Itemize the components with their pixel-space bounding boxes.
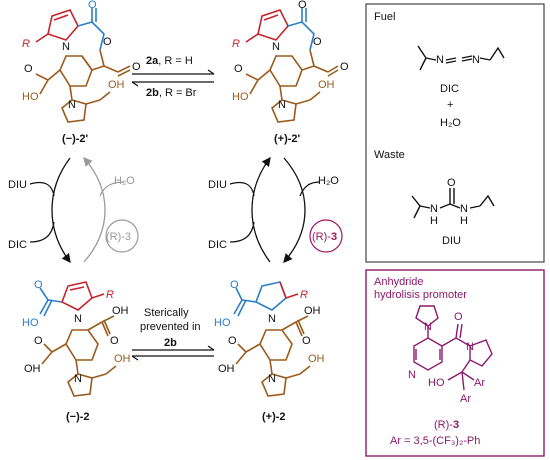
diu-label-right: DIU <box>208 179 227 191</box>
promoter-ho: HO <box>428 377 445 389</box>
carboxyl-oh-label-4: OH <box>24 363 41 375</box>
nitrogen-label: N <box>62 41 70 53</box>
dic-label-right: DIC <box>208 239 227 251</box>
label-plus-2prime: (+)-2' <box>274 133 301 145</box>
carboxyl-o-label-3: O <box>34 279 43 291</box>
carboxyl-oh-label: OH <box>108 79 125 91</box>
carboxyl-oh-label-8: OH <box>308 353 325 365</box>
carboxyl-o-label-6: O <box>230 279 239 291</box>
label-minus-2: (−)-2 <box>66 411 90 423</box>
compound-2prime-minus: R N O O O HO OH O N <box>22 0 141 123</box>
carbonyl-o-label-2: O <box>132 61 141 73</box>
carboxyl-o-label-4: O <box>110 335 119 347</box>
carboxyl-oh-label-5: OH <box>114 353 131 365</box>
substituent-r: R <box>22 38 30 50</box>
carboxyl-o-label-5: O <box>34 335 43 347</box>
carbonyl-o-label-4: O <box>340 61 349 73</box>
right-cycle <box>229 156 343 263</box>
carboxyl-oh-label-3: OH <box>112 305 129 317</box>
diu-n1: N <box>430 203 438 215</box>
promoter-ar2: Ar <box>460 393 471 405</box>
diu-structure <box>411 188 495 219</box>
diu-h1: H <box>430 215 438 227</box>
plus-sign: + <box>447 99 453 111</box>
diu-label-left: DIU <box>8 179 27 191</box>
compound-2-plus: R O HO N OH O OH O N OH <box>214 279 325 397</box>
water-label-box: H₂O <box>440 117 461 129</box>
promoter-o: O <box>454 311 463 323</box>
compound-2-minus: R O HO N OH O OH O N OH <box>22 279 131 397</box>
label-minus-2prime: (−)-2' <box>62 133 89 145</box>
bridging-o-label: O <box>103 36 112 48</box>
r3-label-right: (R)-3 <box>312 231 337 243</box>
carbonyl-o-label: O <box>88 0 97 11</box>
dic-n2: N <box>472 54 480 66</box>
nitrogen-label-5: N <box>74 313 82 325</box>
nitrogen-label-7: N <box>268 313 276 325</box>
promoter-title-line1: Anhydride <box>374 276 424 288</box>
fuel-title: Fuel <box>374 11 395 23</box>
promoter-ar-definition: Ar = 3,5-(CF₃)₂-Ph <box>390 435 480 447</box>
carboxyl-o-label-8: O <box>228 335 237 347</box>
nitrogen-label-4: N <box>278 99 286 111</box>
bridging-o-label-2: O <box>313 36 322 48</box>
carbonyl-o-label-3: O <box>298 0 307 11</box>
carboxyl-ho-label-2: HO <box>232 91 249 103</box>
carboxyl-ho-label-3: HO <box>22 317 39 329</box>
carboxyl-ho-label: HO <box>22 91 39 103</box>
promoter-structure <box>413 305 493 391</box>
carboxyl-oh-label-2: OH <box>318 79 335 91</box>
carboxyl-o-label-2: O <box>234 63 243 75</box>
dic-structure <box>417 45 505 71</box>
promoter-title-line2: hydrolisis promoter <box>374 289 467 301</box>
diu-o: O <box>447 177 456 189</box>
carboxyl-o-label: O <box>24 63 33 75</box>
equilibrium-arrow-top <box>131 69 215 87</box>
r3-label-left: (R)-3 <box>106 231 131 243</box>
dic-label-box: DIC <box>440 83 459 95</box>
equilibrium-arrow-bottom <box>131 345 215 361</box>
sterically-label-line1: Sterically <box>144 307 189 319</box>
dic-n1: N <box>436 54 444 66</box>
h2o-label-right: H₂O <box>318 175 339 187</box>
fuel-waste-box <box>365 3 545 263</box>
left-cycle <box>29 157 139 264</box>
carboxyl-oh-label-7: OH <box>218 363 235 375</box>
diu-n2: N <box>460 203 468 215</box>
carboxyl-ho-label-4: HO <box>214 317 231 329</box>
nitrogen-label-3: N <box>272 41 280 53</box>
nitrogen-label-6: N <box>74 373 82 385</box>
promoter-n3: N <box>466 341 474 353</box>
promoter-compound-label: (R)-3 <box>434 419 459 431</box>
waste-title: Waste <box>374 149 405 161</box>
diu-label-box: DIU <box>442 235 461 247</box>
diu-h2: H <box>460 215 468 227</box>
promoter-n2: N <box>408 369 416 381</box>
nitrogen-label-2: N <box>68 99 76 111</box>
substituent-r-2: R <box>232 38 240 50</box>
substituent-r-3: R <box>106 289 114 301</box>
promoter-box <box>365 269 545 457</box>
promoter-n1: N <box>424 321 432 333</box>
nitrogen-label-8: N <box>268 373 276 385</box>
compound-2prime-plus: R N O O O HO OH O N <box>232 0 349 123</box>
reagent-2b-label: 2b, R = Br <box>146 87 197 99</box>
h2o-label-left: H₂O <box>114 175 135 187</box>
sterically-label-ref: 2b <box>164 337 177 349</box>
substituent-r-4: R <box>300 289 308 301</box>
sterically-label-line2: prevented in <box>140 321 201 333</box>
reagent-2a-label: 2a, R = H <box>146 55 193 67</box>
carboxyl-oh-label-6: OH <box>304 305 321 317</box>
carboxyl-o-label-7: O <box>302 335 311 347</box>
promoter-ar1: Ar <box>474 377 485 389</box>
label-plus-2: (+)-2 <box>262 411 286 423</box>
dic-label-left: DIC <box>8 239 27 251</box>
